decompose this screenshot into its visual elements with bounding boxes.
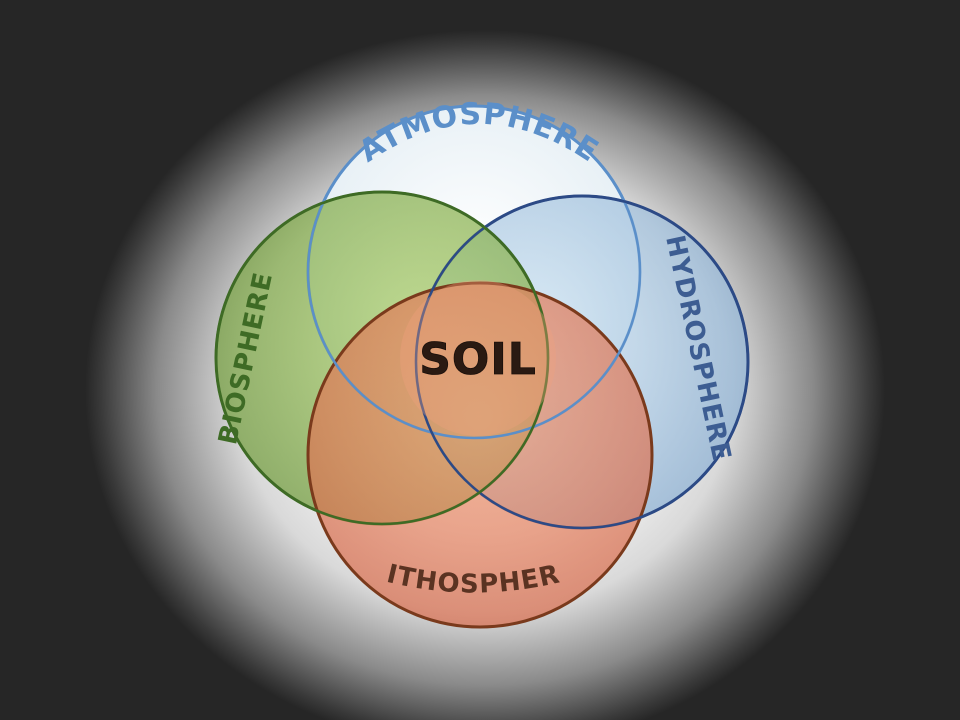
lithosphere-circle <box>306 281 654 629</box>
biosphere-outline <box>214 190 550 526</box>
soil-label: SOIL <box>419 334 537 385</box>
atmosphere-outline <box>306 104 642 440</box>
hydrosphere-outline <box>414 194 750 530</box>
soil-center-region <box>400 280 556 436</box>
